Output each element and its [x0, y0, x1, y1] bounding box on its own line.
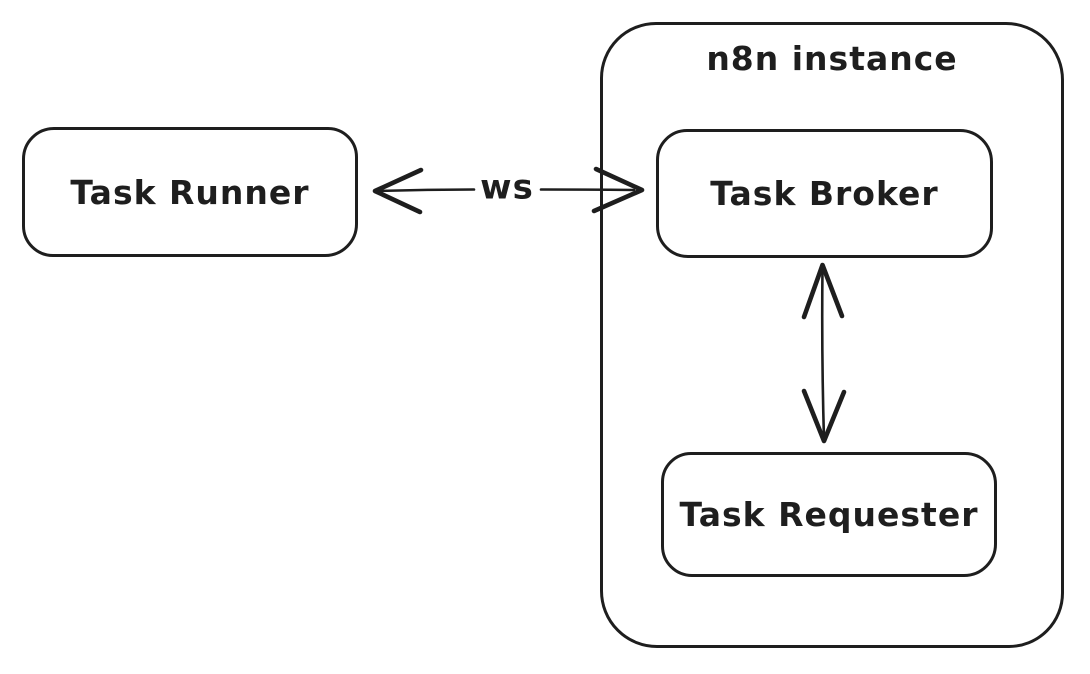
node-task-runner: Task Runner: [22, 127, 358, 257]
container-n8n-instance: n8n instance: [600, 22, 1064, 648]
node-task-runner-label: Task Runner: [70, 172, 310, 212]
arrowhead-left-icon: [372, 167, 424, 215]
node-task-broker: Task Broker: [656, 129, 993, 258]
node-task-broker-label: Task Broker: [710, 174, 939, 213]
container-n8n-instance-label: n8n instance: [706, 39, 958, 78]
node-task-requester-label: Task Requester: [679, 495, 979, 534]
edge-ws-label: ws: [476, 167, 538, 208]
node-task-requester: Task Requester: [661, 452, 997, 577]
